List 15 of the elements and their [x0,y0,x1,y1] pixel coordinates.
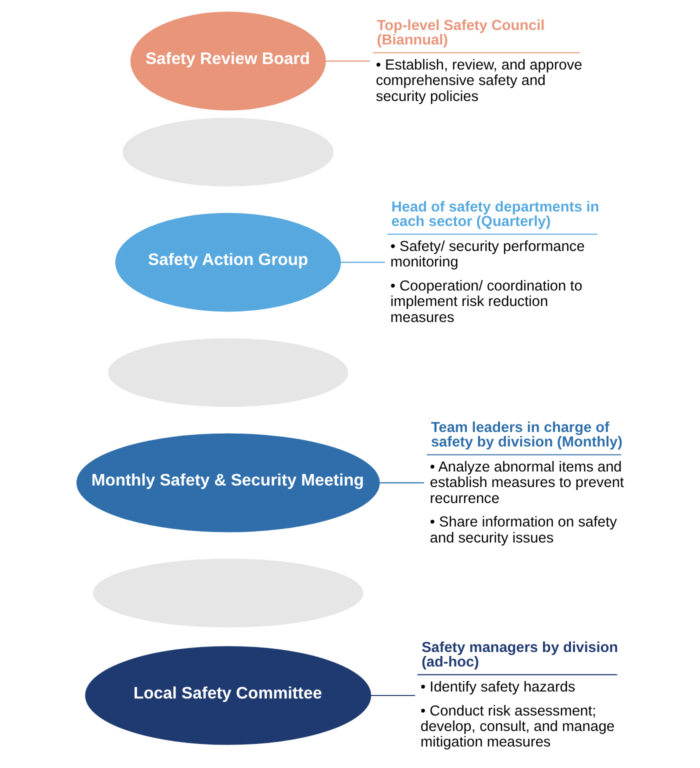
connector [340,262,386,263]
node-ellipse [122,118,334,186]
node-ellipse: Safety Action Group [115,212,341,312]
connector [370,694,416,696]
node-text: Top-level Safety Council (Biannual) • Establish, review, and approve comprehensive safety and security policies [376,18,582,105]
node-ellipse [92,558,364,628]
node-text: Head of safety departments in each sector (Quarterly) • Safety/ security performance monitoring • Cooperation/ coordination to implement risk reduction measures [390,200,600,326]
node-ellipse: Safety Review Board [130,12,326,110]
connector [326,60,370,62]
node-ellipse: Monthly Safety & Security Meeting [76,433,380,532]
node-ellipse: Local Safety Committee [85,646,372,745]
node-text: Team leaders in charge of safety by division (Monthly) • Analyze abnormal items and establish measures to prevent recurrence • Share information on safety and security issues [430,420,624,546]
node-text: Safety managers by division (ad-hoc) • Identify safety hazards • Conduct risk assessment; develop, consult, and manage mitigation measures [420,640,618,751]
connector [379,482,424,484]
node-ellipse [108,338,348,407]
